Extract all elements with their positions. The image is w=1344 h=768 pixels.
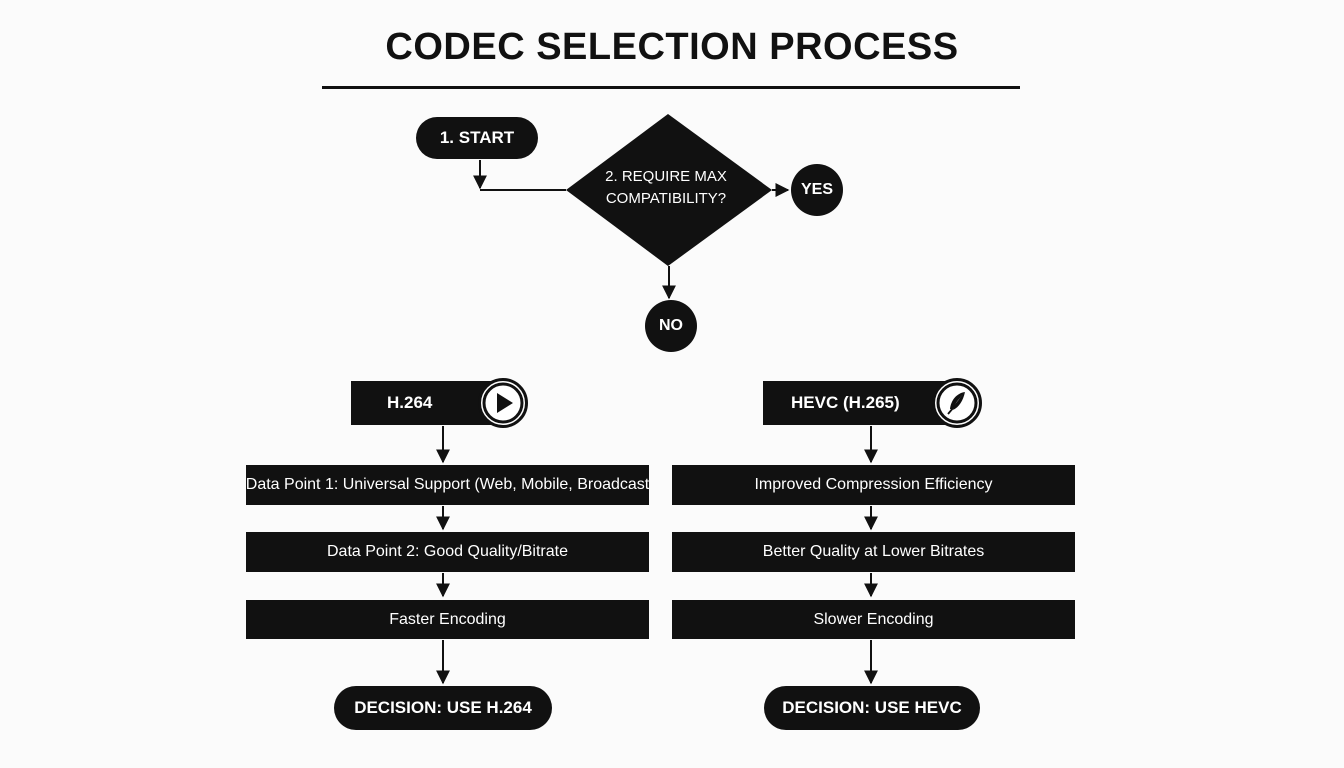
no-node: NO [645, 300, 697, 352]
codec-name-h264: H.264 [387, 393, 433, 412]
codec-header-hevc: HEVC (H.265) [763, 381, 951, 425]
right-decision-node: DECISION: USE HEVC [764, 686, 980, 730]
right-step-2-label: Better Quality at Lower Bitrates [762, 543, 985, 560]
right-step-3-label: Slower Encoding [813, 610, 934, 628]
codec-header-h264: H.264 [351, 381, 501, 425]
decision-question: 2. REQUIRE MAX COMPATIBILITY? [566, 166, 766, 210]
left-decision-label: DECISION: USE H.264 [354, 698, 532, 717]
start-node: 1. START [416, 117, 538, 159]
title-divider [322, 86, 1020, 89]
left-step-2: Data Point 2: Good Quality/Bitrate [246, 532, 649, 572]
right-step-1: Improved Compression Efficiency [672, 465, 1075, 505]
right-step-3: Slower Encoding [672, 600, 1075, 639]
codec-name-hevc: HEVC (H.265) [791, 393, 900, 412]
left-step-2-label: Data Point 2: Good Quality/Bitrate [326, 543, 568, 560]
right-step-2: Better Quality at Lower Bitrates [672, 532, 1075, 572]
right-decision-label: DECISION: USE HEVC [782, 698, 962, 717]
decision-question-line1: 2. REQUIRE MAX [605, 168, 727, 185]
left-step-1: Data Point 1: Universal Support (Web, Mo… [246, 465, 649, 505]
left-step-1-label: Data Point 1: Universal Support (Web, Mo… [245, 476, 650, 493]
left-decision-node: DECISION: USE H.264 [334, 686, 552, 730]
decision-question-line2: COMPATIBILITY? [605, 190, 727, 207]
start-label: 1. START [439, 128, 515, 147]
left-step-3-label: Faster Encoding [389, 610, 506, 628]
feather-icon [932, 378, 982, 428]
page-title: CODEC SELECTION PROCESS [385, 26, 959, 68]
no-label: NO [659, 317, 683, 334]
yes-node: YES [791, 164, 843, 216]
right-step-1-label: Improved Compression Efficiency [754, 476, 993, 493]
left-step-3: Faster Encoding [246, 600, 649, 639]
play-icon [478, 378, 528, 428]
decision-diamond [566, 114, 772, 266]
yes-label: YES [800, 181, 833, 198]
